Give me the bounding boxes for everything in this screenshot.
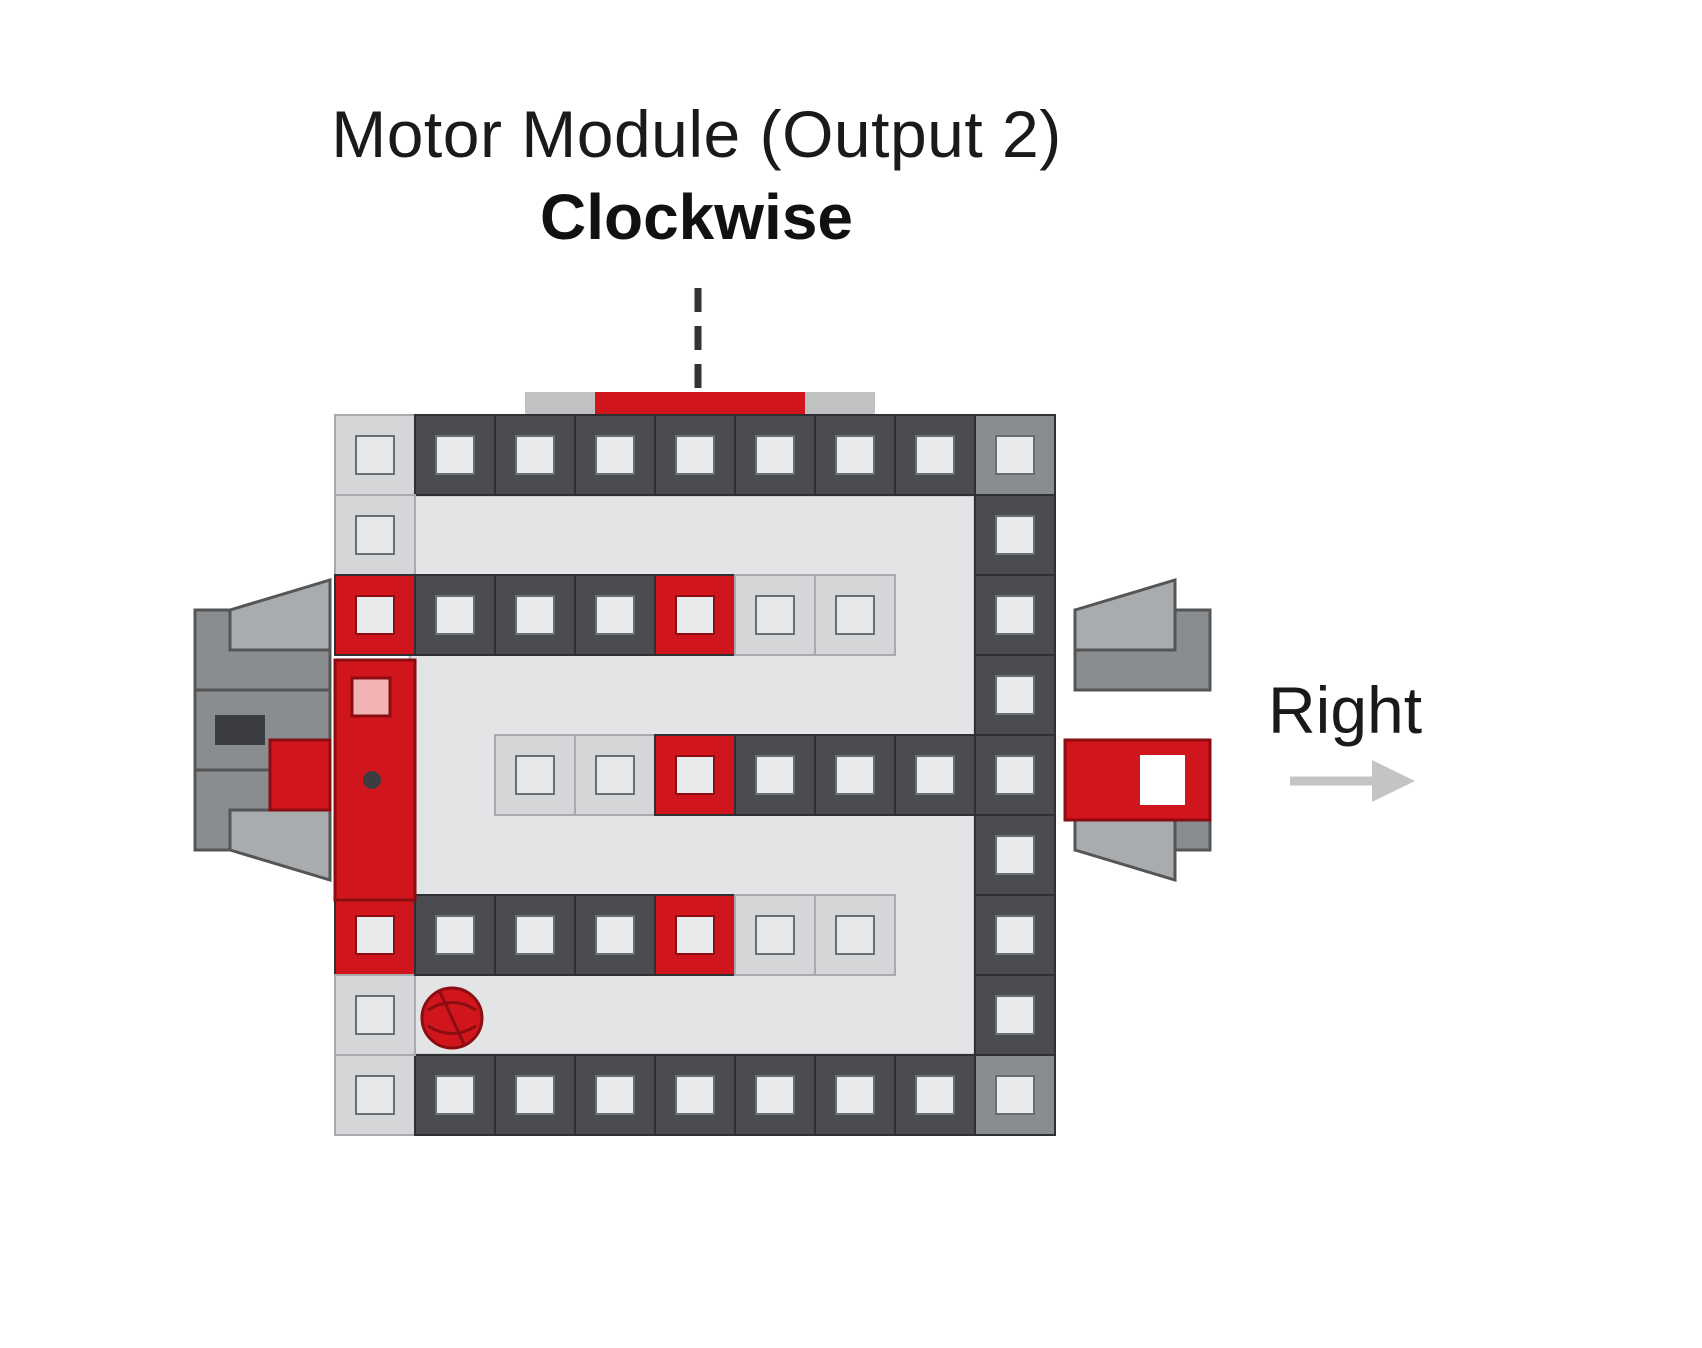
cube-row2-0 bbox=[415, 575, 495, 655]
cube-top-7 bbox=[895, 415, 975, 495]
cube-left-7 bbox=[335, 975, 415, 1055]
cube-left-2 bbox=[335, 575, 415, 655]
cube-top-1 bbox=[415, 415, 495, 495]
cube-mid-0 bbox=[495, 735, 575, 815]
cube-mid-2 bbox=[655, 735, 735, 815]
cube-mid-1 bbox=[575, 735, 655, 815]
cube-mid-3 bbox=[735, 735, 815, 815]
cube-row6-1 bbox=[495, 895, 575, 975]
cube-left-6 bbox=[335, 895, 415, 975]
cube-row6-0 bbox=[415, 895, 495, 975]
cube-bottom-3 bbox=[575, 1055, 655, 1135]
cube-row2-3 bbox=[655, 575, 735, 655]
cube-mid-5 bbox=[895, 735, 975, 815]
cube-right-3 bbox=[975, 655, 1055, 735]
cube-top-0 bbox=[335, 415, 415, 495]
cube-bottom-8 bbox=[975, 1055, 1055, 1135]
cube-right-2 bbox=[975, 575, 1055, 655]
cube-left-1 bbox=[335, 495, 415, 575]
cube-right-4 bbox=[975, 735, 1055, 815]
cube-bottom-4 bbox=[655, 1055, 735, 1135]
cube-top-4 bbox=[655, 415, 735, 495]
right-arrow-icon bbox=[1290, 760, 1415, 802]
cube-right-6 bbox=[975, 895, 1055, 975]
cube-bottom-2 bbox=[495, 1055, 575, 1135]
cube-row6-5 bbox=[815, 895, 895, 975]
cube-top-8 bbox=[975, 415, 1055, 495]
caster-ball bbox=[422, 988, 482, 1048]
motor-module bbox=[595, 392, 805, 416]
cube-row6-2 bbox=[575, 895, 655, 975]
cube-mid-4 bbox=[815, 735, 895, 815]
cube-top-3 bbox=[575, 415, 655, 495]
cube-bottom-7 bbox=[895, 1055, 975, 1135]
right-wheel bbox=[1065, 580, 1210, 880]
cube-row6-3 bbox=[655, 895, 735, 975]
cube-bottom-0 bbox=[335, 1055, 415, 1135]
left-motor-hub bbox=[335, 660, 415, 900]
cube-bottom-1 bbox=[415, 1055, 495, 1135]
cube-row2-5 bbox=[815, 575, 895, 655]
cube-row2-2 bbox=[575, 575, 655, 655]
cube-right-1 bbox=[975, 495, 1055, 575]
cube-bottom-5 bbox=[735, 1055, 815, 1135]
top-tab-right bbox=[805, 392, 875, 416]
top-tab-left bbox=[525, 392, 595, 416]
cube-right-5 bbox=[975, 815, 1055, 895]
cube-top-5 bbox=[735, 415, 815, 495]
cube-row2-1 bbox=[495, 575, 575, 655]
cube-bottom-6 bbox=[815, 1055, 895, 1135]
cube-row2-4 bbox=[735, 575, 815, 655]
left-wheel bbox=[195, 580, 330, 880]
cube-top-2 bbox=[495, 415, 575, 495]
cube-row6-4 bbox=[735, 895, 815, 975]
cube-top-6 bbox=[815, 415, 895, 495]
cube-right-7 bbox=[975, 975, 1055, 1055]
